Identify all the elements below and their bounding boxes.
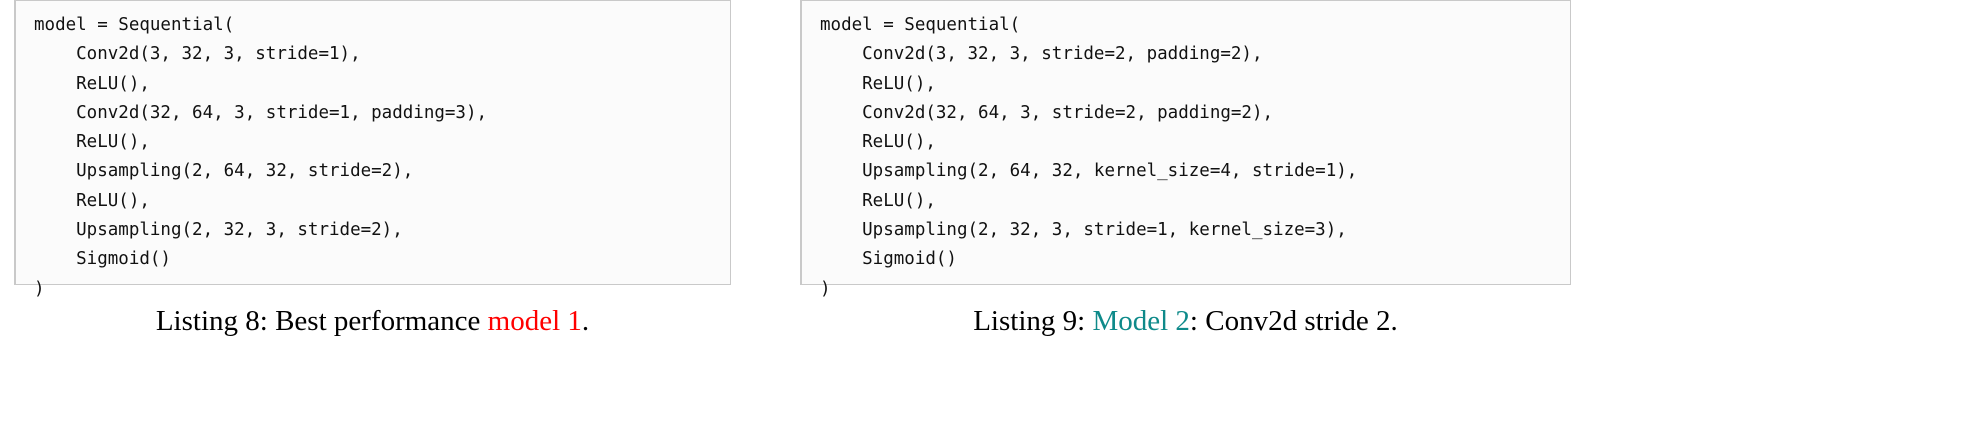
caption-listing-9: Listing 9: Model 2: Conv2d stride 2. xyxy=(800,304,1571,338)
caption-prefix-listing-8: Listing 8: Best performance xyxy=(155,305,488,337)
code-block-listing-9: model = Sequential( Conv2d(3, 32, 3, str… xyxy=(800,0,1571,299)
code-text-listing-8: model = Sequential( Conv2d(3, 32, 3, str… xyxy=(34,15,488,299)
listing-9-column: model = Sequential( Conv2d(3, 32, 3, str… xyxy=(800,0,1571,338)
caption-highlight-listing-8: model 1 xyxy=(487,305,582,337)
caption-suffix-listing-8: . xyxy=(581,305,590,337)
caption-highlight-listing-9: Model 2 xyxy=(1092,305,1190,337)
listing-8-column: model = Sequential( Conv2d(3, 32, 3, str… xyxy=(14,0,731,338)
code-text-listing-9: model = Sequential( Conv2d(3, 32, 3, str… xyxy=(820,15,1358,299)
caption-listing-8: Listing 8: Best performance model 1. xyxy=(14,304,731,338)
caption-prefix-listing-9: Listing 9: xyxy=(973,305,1093,337)
caption-suffix-listing-9: : Conv2d stride 2. xyxy=(1189,305,1398,337)
code-block-listing-8: model = Sequential( Conv2d(3, 32, 3, str… xyxy=(14,0,731,299)
